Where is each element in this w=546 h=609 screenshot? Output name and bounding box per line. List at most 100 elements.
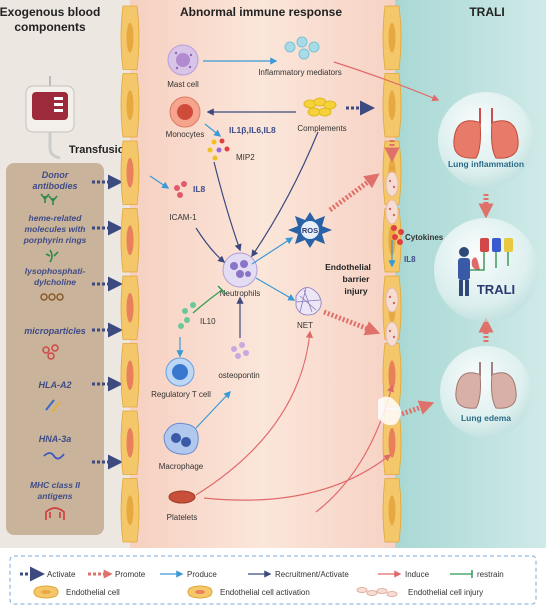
- inflamed-lungs-icon: [453, 108, 519, 159]
- treg-label: Regulatory T cell: [151, 390, 211, 399]
- header-exogenous-line2: components: [14, 20, 86, 34]
- component-hna-3a: HNA-3a: [39, 434, 72, 444]
- legend-endo-nucleus: [41, 590, 51, 594]
- cytokine-dots-right: [391, 225, 404, 245]
- net-icon: [295, 287, 322, 316]
- endothelial-nucleus-activated: [388, 360, 396, 391]
- header-exogenous-line1: Exogenous blood: [0, 5, 100, 19]
- injury-dot: [392, 213, 396, 217]
- platelet-icon: [168, 490, 196, 504]
- endothelial-nucleus: [388, 495, 396, 526]
- injury-dot: [388, 295, 392, 299]
- mast-cell: [167, 44, 199, 76]
- barrier-label-2: barrier: [343, 274, 371, 284]
- injured-endothelial-cell: [385, 287, 399, 313]
- il8-dots: [174, 181, 187, 198]
- heme-molecule-icon: [45, 249, 59, 263]
- cytokine-dots-mip2: [207, 138, 230, 161]
- monocyte-cell: [169, 96, 201, 128]
- hna-icon: [43, 452, 65, 460]
- legend-endo-act-nucleus: [195, 590, 205, 594]
- mhc-icon: [45, 507, 65, 520]
- lung-inflammation-bubble: [438, 92, 534, 188]
- endothelial-nucleus: [126, 22, 134, 53]
- endothelial-column-left: [120, 5, 140, 543]
- macrophage-label: Macrophage: [159, 462, 204, 471]
- trali-bubble: [434, 218, 538, 322]
- endothelial-nucleus-activated: [126, 157, 134, 188]
- component-mhc-2: antigens: [38, 491, 73, 501]
- injury-dot: [392, 185, 396, 189]
- legend-label-endo-act: Endothelial cell activation: [220, 588, 310, 597]
- il10-dots: [178, 302, 196, 329]
- regulatory-t-cell: [165, 357, 195, 387]
- barrier-label-1: Endothelial: [325, 262, 371, 272]
- restrain-line: [192, 289, 223, 314]
- gap-cell: [378, 396, 401, 426]
- macrophage-cell: [163, 422, 199, 455]
- inflammatory-mediators-icon: [284, 36, 320, 60]
- component-heme-3: porphyrin rings: [23, 235, 87, 245]
- endothelial-nucleus: [126, 90, 134, 121]
- injured-endothelial-cell: [385, 199, 399, 225]
- legend-label-activate: Activate: [47, 570, 76, 579]
- component-lpc-1: lysophosphati-: [25, 266, 86, 276]
- il8-right-label: IL8: [404, 255, 416, 264]
- injured-endothelial-cell: [385, 171, 399, 197]
- edema-lungs-icon: [455, 362, 517, 409]
- legend-symbol-endo-inj: [356, 587, 368, 593]
- component-mhc-1: MHC class II: [30, 480, 81, 490]
- legend-symbol-endo-inj: [376, 588, 388, 594]
- component-heme-1: heme-related: [29, 213, 83, 223]
- antibody-icon: [40, 193, 58, 205]
- inflammatory-mediators-label: Inflammatory mediators: [258, 68, 342, 77]
- legend-label-endo-inj: Endothelial cell injury: [408, 588, 483, 597]
- produce-arrows: [149, 57, 396, 429]
- components-panel: [6, 163, 104, 535]
- microparticle-icon: [42, 344, 59, 360]
- mip2-label: MIP2: [236, 153, 255, 162]
- endothelial-nucleus-activated: [388, 427, 396, 458]
- osteopontin-label: osteopontin: [218, 371, 259, 380]
- restrain-bar: [217, 285, 227, 295]
- il8-top-label: IL8: [193, 184, 206, 194]
- osteopontin-dots: [231, 342, 249, 359]
- injury-dot: [392, 335, 396, 339]
- legend-box: [9, 555, 537, 605]
- immune-panel-bg: [130, 0, 395, 548]
- mast-cell-label: Mast cell: [167, 80, 199, 89]
- endothelial-nucleus-activated: [126, 225, 134, 256]
- injured-endothelial-cell: [385, 321, 399, 347]
- legend-label-endo: Endothelial cell: [66, 588, 120, 597]
- neutrophils-label: Neutrophils: [220, 289, 260, 298]
- legend-label-promote: Promote: [115, 570, 146, 579]
- il-cluster-label: IL1β,IL6,IL8: [229, 125, 276, 135]
- ros-label: ROS: [302, 226, 318, 235]
- legend-symbol-endo-inj: [366, 590, 378, 596]
- platelets-label: Platelets: [167, 513, 198, 522]
- injury-dot: [388, 179, 392, 183]
- complements-label: Complements: [297, 124, 346, 133]
- il10-label: IL10: [200, 317, 216, 326]
- blood-bag-icon: [25, 76, 75, 160]
- barrier-label-3: injury: [344, 286, 367, 296]
- ros-star: [288, 212, 332, 248]
- legend-label-induce: Induce: [405, 570, 430, 579]
- lung-edema-bubble: [440, 346, 532, 438]
- component-hla-a2: HLA-A2: [39, 380, 72, 390]
- promote-arrows: [323, 140, 494, 417]
- endothelial-nucleus: [388, 90, 396, 121]
- complements-icon: [303, 97, 337, 117]
- lung-inflammation-label: Lung inflammation: [448, 159, 524, 169]
- neutrophil-cell: [222, 252, 258, 288]
- injury-dot: [392, 301, 396, 305]
- injury-dot: [388, 329, 392, 333]
- component-microparticles: microparticles: [24, 326, 86, 336]
- lipid-icon: [40, 293, 64, 301]
- net-label: NET: [297, 321, 313, 330]
- patient-transfusion-icon: [458, 238, 513, 296]
- component-donor-antibodies-2: antibodies: [32, 181, 77, 191]
- cytokines-label: Cytokines: [405, 233, 444, 242]
